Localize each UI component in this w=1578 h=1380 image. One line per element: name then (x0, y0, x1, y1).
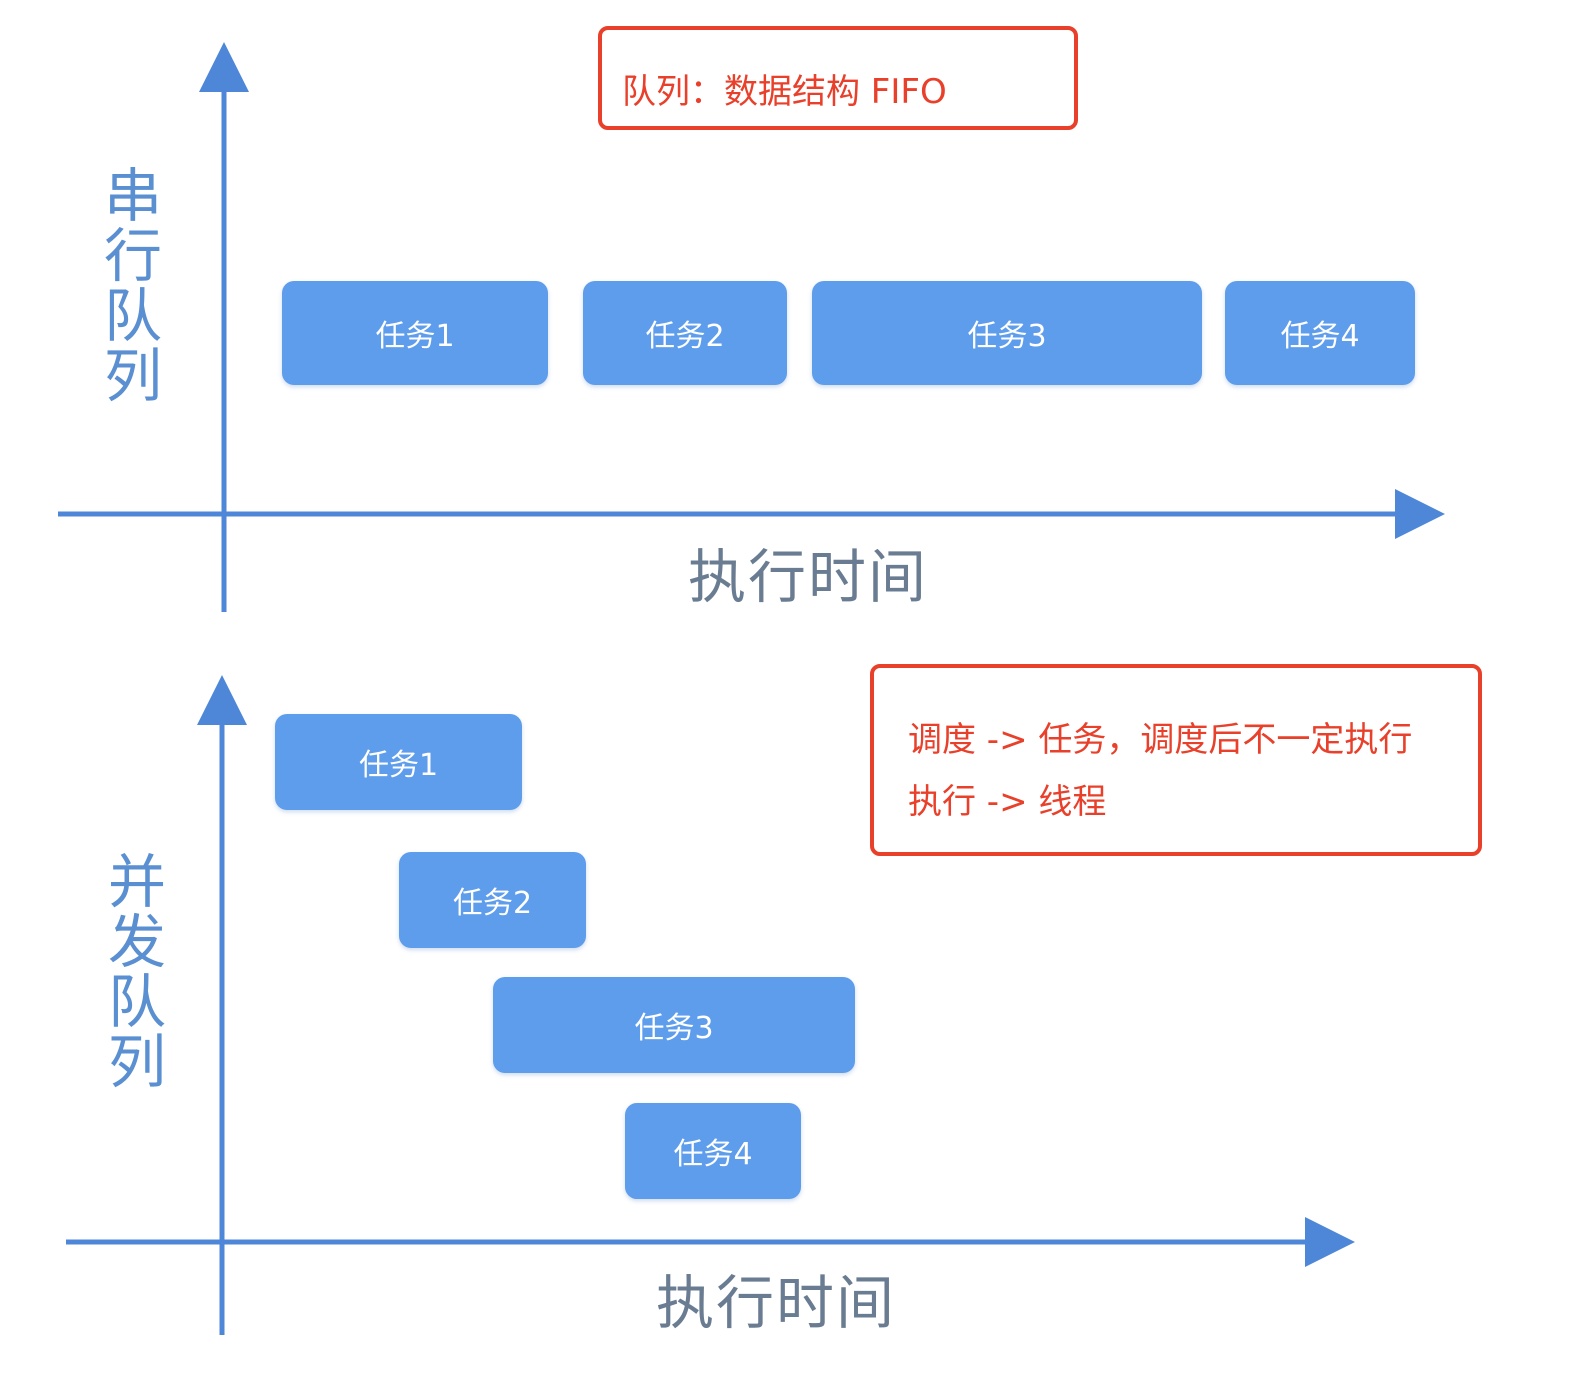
scheduling-note-line-2: 执行 -> 线程 (908, 782, 1107, 822)
serial-task-2: 任务2 (583, 281, 787, 385)
fifo-note-text: 队列：数据结构 FIFO (622, 72, 947, 112)
scheduling-note-box: 调度 -> 任务，调度后不一定执行 执行 -> 线程 (870, 664, 1482, 856)
concurrent-task-4: 任务4 (625, 1103, 801, 1199)
serial-task-1: 任务1 (282, 281, 548, 385)
concurrent-task-1: 任务1 (275, 714, 522, 810)
concurrent-task-3: 任务3 (493, 977, 855, 1073)
serial-queue-label: 串行队列 (94, 165, 162, 405)
fifo-note-box: 队列：数据结构 FIFO (598, 26, 1078, 130)
scheduling-note-line-1: 调度 -> 任务，调度后不一定执行 (908, 720, 1413, 760)
concurrent-task-2: 任务2 (399, 852, 586, 948)
serial-task-4: 任务4 (1225, 281, 1415, 385)
serial-task-3: 任务3 (812, 281, 1202, 385)
concurrent-queue-label: 并发队列 (98, 851, 166, 1091)
serial-execution-time-label: 执行时间 (688, 543, 929, 611)
concurrent-execution-time-label: 执行时间 (656, 1269, 897, 1337)
